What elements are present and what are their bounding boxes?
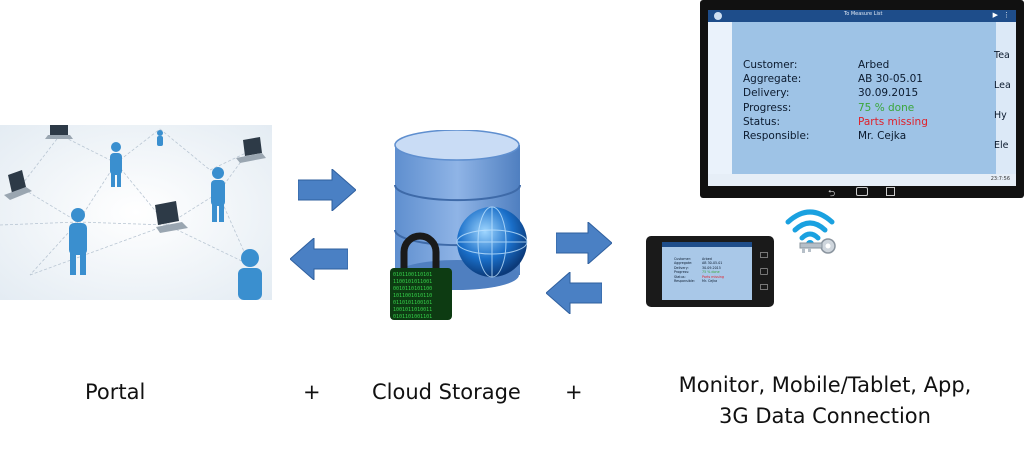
devices-label-line1: Monitor, Mobile/Tablet, App, xyxy=(678,373,972,397)
portal-label: Portal xyxy=(85,380,146,404)
person-icon xyxy=(69,208,87,275)
info-row: Aggregate: AB 30-05.01 xyxy=(743,72,928,86)
info-label: Responsible: xyxy=(743,130,810,143)
portal-network-image xyxy=(0,125,272,300)
truncated-label: Tea xyxy=(994,50,1010,61)
info-label: Status: xyxy=(674,274,686,279)
side-panel-right xyxy=(996,22,1016,174)
truncated-label: Hy xyxy=(994,110,1007,121)
info-label: Progress: xyxy=(743,101,792,114)
laptop-icon xyxy=(4,170,32,200)
info-label: Progress: xyxy=(674,270,690,275)
svg-text:1001011010011: 1001011010011 xyxy=(393,307,432,313)
globe-icon xyxy=(456,206,528,278)
arrow-left-icon xyxy=(546,272,602,314)
info-label: Aggregate: xyxy=(674,261,693,266)
info-row: Delivery: 30.09.2015 xyxy=(743,86,928,100)
arrow-right-icon xyxy=(556,222,612,264)
wifi-key-icon xyxy=(785,209,836,254)
person-icon xyxy=(211,167,225,222)
info-value: Mr. Cejka xyxy=(858,130,907,143)
info-row: Responsible: Mr. Cejka xyxy=(743,129,928,143)
truncated-label: Lea xyxy=(994,80,1011,91)
app-toolbar: To Measure List ▶ ⋮ xyxy=(708,10,1016,22)
monitor-device: To Measure List ▶ ⋮ 23:7:56 Customer: Arb… xyxy=(700,0,1024,199)
svg-text:0101101001101: 0101101001101 xyxy=(393,314,432,320)
info-row: Customer: Arbed xyxy=(674,257,724,261)
info-value: 30.09.2015 xyxy=(858,87,919,100)
cloud-storage-label: Cloud Storage xyxy=(372,380,521,404)
svg-text:0110101100101: 0110101100101 xyxy=(393,300,432,306)
truncated-label: Ele xyxy=(994,140,1009,151)
info-row: Delivery: 30.09.2015 xyxy=(674,266,724,270)
svg-text:1100101011001: 1100101011001 xyxy=(393,279,432,285)
info-value: Parts missing xyxy=(858,115,928,128)
side-panel xyxy=(708,12,732,174)
info-value: Parts missing xyxy=(702,274,724,279)
laptop-icon xyxy=(236,137,266,163)
info-row: Progress: 75 % done xyxy=(743,101,928,115)
app-logo-icon xyxy=(714,12,722,20)
info-value: AB 30-05.01 xyxy=(702,261,723,266)
cloud-storage-graphic: 0101100110101 1100101011001 001011010110… xyxy=(390,130,528,320)
tablet-nav-recents-icon[interactable] xyxy=(760,284,768,290)
plus-sign: + xyxy=(565,380,583,404)
info-value: 75 % done xyxy=(858,101,915,114)
info-row: Customer: Arbed xyxy=(743,58,928,72)
footer-bar: 23:7:56 xyxy=(708,174,1016,186)
tablet-nav-home-icon[interactable] xyxy=(760,268,768,275)
info-row: Status: Parts missing xyxy=(674,275,724,279)
network-graphic xyxy=(0,125,272,300)
info-label: Aggregate: xyxy=(743,73,802,86)
padlock-icon: 0101100110101 1100101011001 001011010110… xyxy=(390,232,452,320)
info-label: Status: xyxy=(743,115,780,128)
info-row: Responsible: Mr. Cejka xyxy=(674,279,724,283)
key-icon xyxy=(799,238,836,254)
info-value: 75 % done xyxy=(702,270,720,275)
recents-icon[interactable] xyxy=(886,187,895,196)
info-label: Responsible: xyxy=(674,279,695,284)
info-row: Aggregate: AB 30-05.01 xyxy=(674,261,724,265)
info-label: Customer: xyxy=(674,257,692,261)
arrow-left-icon xyxy=(290,238,348,280)
info-row: Status: Parts missing xyxy=(743,115,928,129)
svg-text:0010110101100: 0010110101100 xyxy=(393,286,432,292)
laptop-icon xyxy=(45,125,73,139)
info-label: Delivery: xyxy=(743,87,790,100)
play-icon[interactable]: ▶ xyxy=(992,11,998,19)
clock-text: 23:7:56 xyxy=(990,176,1010,182)
info-label: Customer: xyxy=(743,59,798,71)
person-icon xyxy=(110,142,122,187)
svg-text:1011001010110: 1011001010110 xyxy=(393,293,432,299)
arrow-right-icon xyxy=(298,169,356,211)
monitor-screen: To Measure List ▶ ⋮ 23:7:56 xyxy=(708,10,1016,186)
app-title: To Measure List xyxy=(844,11,883,17)
back-icon[interactable]: ⮌ xyxy=(828,189,836,199)
devices-label: Monitor, Mobile/Tablet, App, 3G Data Con… xyxy=(640,370,1010,432)
tablet-nav-back-icon[interactable] xyxy=(760,252,768,258)
info-label: Delivery: xyxy=(674,265,689,270)
info-value: Mr. Cejka xyxy=(702,279,718,284)
laptop-icon xyxy=(155,201,188,233)
info-value: Arbed xyxy=(858,59,890,71)
person-icon xyxy=(238,249,262,300)
devices-label-line2: 3G Data Connection xyxy=(719,404,931,428)
info-row: Progress: 75 % done xyxy=(674,270,724,274)
android-nav-bar: ⮌ xyxy=(700,186,1024,199)
person-icon xyxy=(157,130,163,146)
info-value: 30.09.2015 xyxy=(702,265,721,270)
info-value: AB 30-05.01 xyxy=(858,73,923,86)
info-value: Arbed xyxy=(702,257,712,261)
home-icon[interactable] xyxy=(856,187,868,196)
more-icon[interactable]: ⋮ xyxy=(1003,11,1010,19)
svg-text:0101100110101: 0101100110101 xyxy=(393,272,432,278)
plus-sign: + xyxy=(303,380,321,404)
